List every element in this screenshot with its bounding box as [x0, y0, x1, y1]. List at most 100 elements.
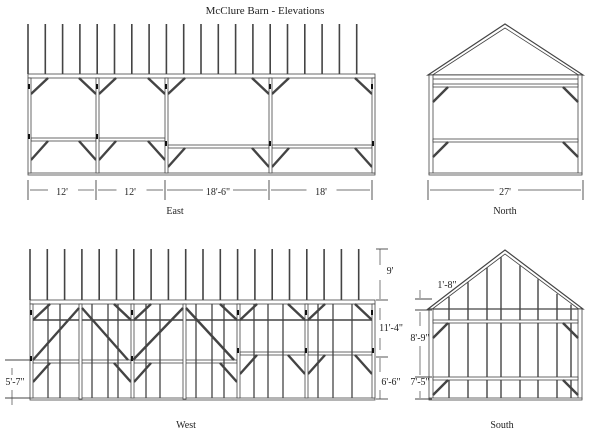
north-girt — [432, 83, 579, 88]
west-brace — [307, 303, 326, 321]
west-brace — [32, 303, 51, 321]
east-brace — [271, 147, 290, 168]
east-brace — [167, 77, 186, 95]
north-brace — [432, 86, 449, 103]
north-corner-post — [428, 74, 434, 175]
east-dim-bay-2: 12' — [124, 187, 136, 198]
west-x-brace — [185, 307, 235, 361]
east-brace — [271, 77, 290, 95]
south-girt — [432, 319, 579, 324]
east-brace — [30, 140, 49, 161]
east-label: East — [166, 206, 183, 217]
east-dim-bay-4: 18' — [315, 187, 327, 198]
west-brace — [287, 354, 306, 375]
east-post — [27, 77, 32, 174]
west-sill — [29, 397, 376, 401]
south-roof — [426, 249, 585, 310]
east-brace — [78, 140, 97, 161]
west-brace — [219, 362, 238, 383]
south-brace — [432, 379, 449, 396]
west-brace — [287, 303, 306, 321]
peg-block — [131, 310, 133, 315]
east-post — [164, 77, 169, 174]
west-intermediate-post — [78, 303, 83, 400]
north-corner-post — [577, 74, 583, 175]
north-roof-inner — [430, 27, 581, 77]
south-roof-inner — [430, 253, 581, 311]
undefined — [32, 307, 80, 361]
north-tie-beam — [430, 74, 581, 80]
east-brace — [147, 140, 166, 161]
peg-block — [165, 141, 167, 146]
south-dim-upper: 8'-9" — [410, 333, 429, 344]
peg-block — [269, 84, 271, 89]
east-brace — [167, 147, 186, 168]
peg-block — [30, 310, 32, 315]
west-brace — [113, 303, 132, 321]
east-brace — [30, 77, 49, 95]
east-post — [371, 77, 376, 174]
east-brace — [354, 147, 373, 168]
west-brace — [307, 354, 326, 375]
south-brace — [562, 322, 579, 339]
west-dim-rafter: 9' — [387, 266, 394, 277]
north-brace — [562, 86, 579, 103]
north-brace — [562, 141, 579, 158]
south-brace — [432, 322, 449, 339]
north-dim-width: 27' — [499, 187, 511, 198]
peg-block — [371, 84, 373, 89]
east-girt — [167, 144, 270, 149]
peg-block — [371, 310, 373, 315]
east-plate — [27, 73, 376, 79]
east-brace — [251, 147, 270, 168]
drawing-title: McClure Barn - Elevations — [206, 5, 325, 17]
east-girt — [271, 144, 373, 149]
west-label: West — [176, 420, 196, 431]
west-brace — [219, 303, 238, 321]
west-plate — [29, 299, 376, 305]
south-sill — [428, 397, 583, 401]
south-brace — [562, 379, 579, 396]
north-sill — [428, 172, 583, 176]
west-dim-lower: 6'-6" — [381, 377, 400, 388]
south-girt — [432, 376, 579, 381]
east-brace — [147, 77, 166, 95]
east-girt — [98, 137, 166, 142]
peg-block — [165, 84, 167, 89]
peg-block — [96, 84, 98, 89]
peg-block — [372, 348, 374, 353]
north-girt — [432, 138, 579, 143]
east-brace — [354, 77, 373, 95]
east-post — [268, 77, 273, 174]
west-post — [130, 303, 135, 399]
peg-block — [131, 356, 133, 361]
west-brace — [133, 303, 152, 321]
peg-block — [372, 141, 374, 146]
east-dim-bay-1: 12' — [56, 187, 68, 198]
north-label: North — [493, 206, 516, 217]
peg-block — [28, 84, 30, 89]
west-post — [29, 303, 34, 399]
east-brace — [98, 140, 117, 161]
east-brace — [251, 77, 270, 95]
north-brace — [432, 141, 449, 158]
east-brace — [98, 77, 117, 95]
west-brace — [354, 303, 373, 321]
peg-block — [30, 356, 32, 361]
south-dim-lower: 7'-5" — [410, 377, 429, 388]
peg-block — [237, 348, 239, 353]
peg-block — [96, 134, 98, 139]
south-label: South — [490, 420, 513, 431]
south-dim-top: 1'-8" — [437, 280, 456, 291]
west-dim-upper: 11'-4" — [379, 323, 403, 334]
frames — [5, 23, 586, 405]
west-intermediate-post — [182, 303, 187, 400]
west-brace — [32, 362, 51, 383]
west-brace — [133, 362, 152, 383]
west-brace — [354, 354, 373, 375]
south-corner-post — [577, 308, 583, 400]
undefined — [81, 307, 129, 361]
east-sill — [27, 172, 376, 176]
